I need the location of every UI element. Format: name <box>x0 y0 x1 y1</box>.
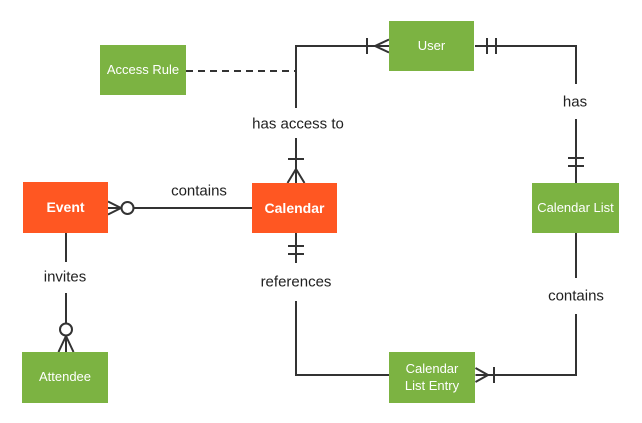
entity-label: Calendar <box>264 199 325 216</box>
cardinality-many-icon <box>57 335 75 353</box>
connector-contains-event-calendar <box>107 200 252 216</box>
cardinality-one-and-only-one-icon <box>288 245 304 255</box>
cardinality-one-and-only-one-icon <box>568 157 584 167</box>
relationship-label-references: references <box>260 273 332 291</box>
entity-label: User <box>417 37 446 53</box>
connector-contains-calendar-list-entry <box>475 233 577 383</box>
entity-access-rule: Access Rule <box>100 45 186 95</box>
entity-user: User <box>389 21 474 71</box>
connector-line <box>488 314 577 376</box>
entity-calendar: Calendar <box>252 183 337 233</box>
cardinality-zero-icon <box>59 322 73 337</box>
relationship-label-has: has <box>562 93 588 111</box>
connector-invites-event-attendee <box>57 233 75 353</box>
relationship-label-contains-entry: contains <box>548 287 604 305</box>
cardinality-many-icon <box>374 38 390 54</box>
connector-line <box>295 301 389 376</box>
relationship-label-invites: invites <box>43 268 87 286</box>
entity-calendar-list: Calendar List <box>532 183 619 233</box>
entity-label: Attendee <box>38 369 92 385</box>
connector-has-access-to-user-calendar <box>286 38 390 184</box>
entity-label: Access Rule <box>106 61 180 77</box>
entity-label: Calendar List Entry <box>404 360 460 393</box>
entity-attendee: Attendee <box>22 352 108 403</box>
relationship-label-has-access-to: has access to <box>252 115 344 133</box>
cardinality-zero-icon <box>120 201 135 215</box>
cardinality-many-icon <box>107 200 122 216</box>
connector-line <box>475 45 577 84</box>
cardinality-many-icon <box>475 367 489 383</box>
connector-has-user-calendar-list <box>475 38 584 183</box>
connector-line <box>295 45 375 108</box>
entity-label: Calendar List <box>537 199 614 215</box>
entity-event: Event <box>23 182 108 233</box>
entity-calendar-list-entry: Calendar List Entry <box>389 352 475 403</box>
cardinality-one-and-only-one-icon <box>486 38 497 54</box>
relationship-label-contains-event: contains <box>171 182 227 200</box>
connector-references-calendar-entry <box>288 233 389 376</box>
cardinality-many-icon <box>286 168 306 184</box>
entity-label: Event <box>46 199 85 216</box>
